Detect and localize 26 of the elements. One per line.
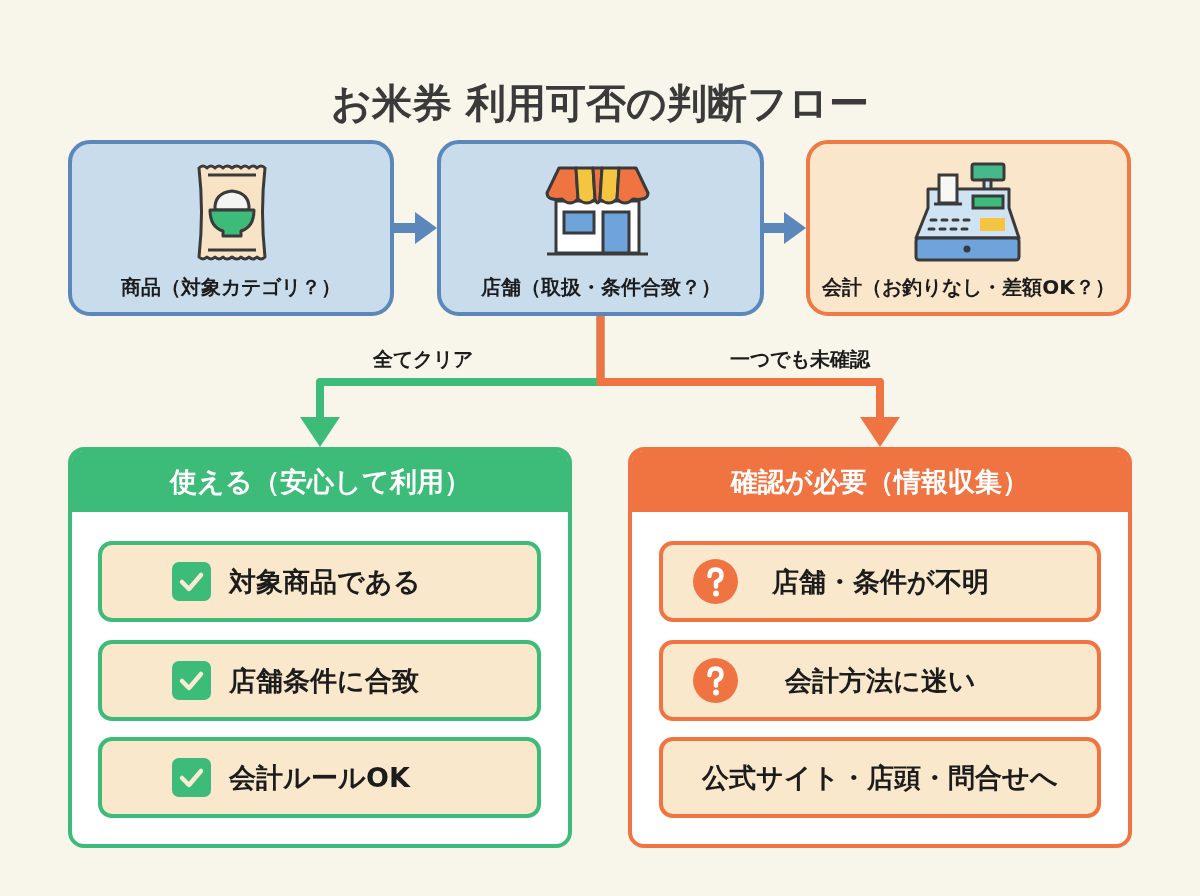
item-label: 会計方法に迷い xyxy=(784,663,976,698)
result-panel xyxy=(68,447,572,848)
item-label: 店舗・条件が不明 xyxy=(771,564,989,599)
item-card xyxy=(98,541,541,622)
item-card xyxy=(98,640,541,721)
item-label: 店舗条件に合致 xyxy=(229,663,419,698)
item-label: 公式サイト・店頭・問合せへ xyxy=(702,760,1058,795)
title: お米券 利用可否の判断フロー xyxy=(331,79,869,128)
item-label: 会計ルールOK xyxy=(229,760,410,795)
panel-heading: 使える（安心して利用） xyxy=(72,451,568,512)
item-card xyxy=(659,737,1101,818)
result-panel xyxy=(628,447,1132,848)
arrow xyxy=(394,212,437,244)
step-card xyxy=(437,140,764,316)
arrow xyxy=(596,316,900,447)
step-card xyxy=(806,140,1131,316)
node-label: 店舗（取扱・条件合致？） xyxy=(480,274,721,301)
item-label: 対象商品である xyxy=(229,564,421,599)
item-card xyxy=(659,541,1101,622)
item-card xyxy=(659,640,1101,721)
item-card xyxy=(98,737,541,818)
step-card xyxy=(68,140,394,316)
panel-heading: 確認が必要（情報収集） xyxy=(632,451,1128,512)
node-label: 会計（お釣りなし・差額OK？） xyxy=(822,274,1115,301)
node-label: 商品（対象カテゴリ？） xyxy=(121,274,341,301)
arrow xyxy=(764,212,806,244)
